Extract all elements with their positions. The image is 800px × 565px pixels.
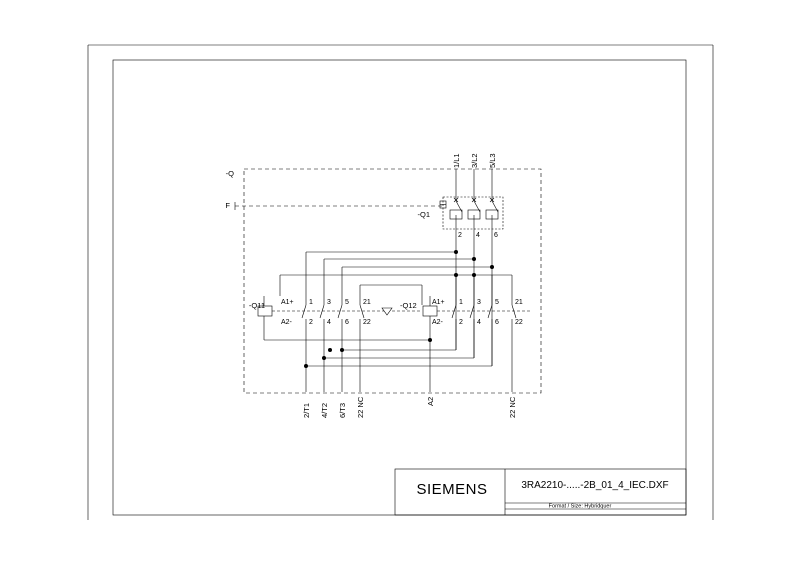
supply-lines xyxy=(455,169,493,196)
q11-term-6: 6 xyxy=(345,319,349,326)
q12-term-6: 6 xyxy=(495,319,499,326)
q11-term-3: 3 xyxy=(327,299,331,306)
q11-a2: A2- xyxy=(281,319,293,326)
terminal-4-t2: 4/T2 xyxy=(320,403,329,418)
brand-label: SIEMENS xyxy=(416,481,487,498)
terminal-22-nc-left: 22 NC xyxy=(356,396,365,418)
q1-breaker xyxy=(439,196,504,230)
q11-term-1: 1 xyxy=(309,299,313,306)
q11-term-21: 21 xyxy=(363,299,371,306)
enclosure-q-label: -Q xyxy=(226,169,234,178)
q1-term-2: 2 xyxy=(458,232,462,239)
q12-term-5: 5 xyxy=(495,299,499,306)
terminal-1-l1: 1/L1 xyxy=(452,153,461,168)
q12-term-4: 4 xyxy=(477,319,481,326)
drawing-frame xyxy=(87,44,714,520)
terminal-5-l3: 5/L3 xyxy=(488,153,497,168)
terminal-3-l2: 3/L2 xyxy=(470,153,479,168)
q12-a1: A1+ xyxy=(432,299,445,306)
q1-label: -Q1 xyxy=(417,210,430,219)
q11-term-4: 4 xyxy=(327,319,331,326)
q12-term-1: 1 xyxy=(459,299,463,306)
terminal-6-t3: 6/T3 xyxy=(338,403,347,418)
terminal-a2: A2 xyxy=(426,397,435,406)
q12-term-2: 2 xyxy=(459,319,463,326)
q11-label: -Q11 xyxy=(249,301,265,310)
enclosure-q xyxy=(243,168,542,394)
q11-term-22: 22 xyxy=(363,319,371,326)
q11-contactor xyxy=(257,296,420,326)
mechanical-interlock-symbol xyxy=(381,307,393,316)
q12-term-22: 22 xyxy=(515,319,523,326)
output-terminals: 2/T1 4/T2 6/T3 22 NC A2 22 NC xyxy=(302,396,517,418)
q1-term-4: 4 xyxy=(476,232,480,239)
title-block xyxy=(394,468,687,516)
drawing-filename: 3RA2210-.....-2B_01_4_IEC.DXF xyxy=(521,480,668,491)
q11-a1: A1+ xyxy=(281,299,294,306)
q12-a2: A2- xyxy=(432,319,444,326)
q12-term-21: 21 xyxy=(515,299,523,306)
q11-term-5: 5 xyxy=(345,299,349,306)
junction-dots xyxy=(304,250,494,368)
terminal-2-t1: 2/T1 xyxy=(302,403,311,418)
q12-term-3: 3 xyxy=(477,299,481,306)
q12-label: -Q12 xyxy=(400,301,417,310)
q12-contactor xyxy=(422,296,530,326)
q11-term-2: 2 xyxy=(309,319,313,326)
f-label: F xyxy=(225,201,230,210)
q1-term-6: 6 xyxy=(494,232,498,239)
terminal-22-nc-right: 22 NC xyxy=(508,396,517,418)
format-size-label: Format / Size: Hybridquer xyxy=(549,504,612,510)
supply-terminals: 1/L1 3/L2 5/L3 xyxy=(452,153,497,168)
wiring xyxy=(263,229,513,392)
